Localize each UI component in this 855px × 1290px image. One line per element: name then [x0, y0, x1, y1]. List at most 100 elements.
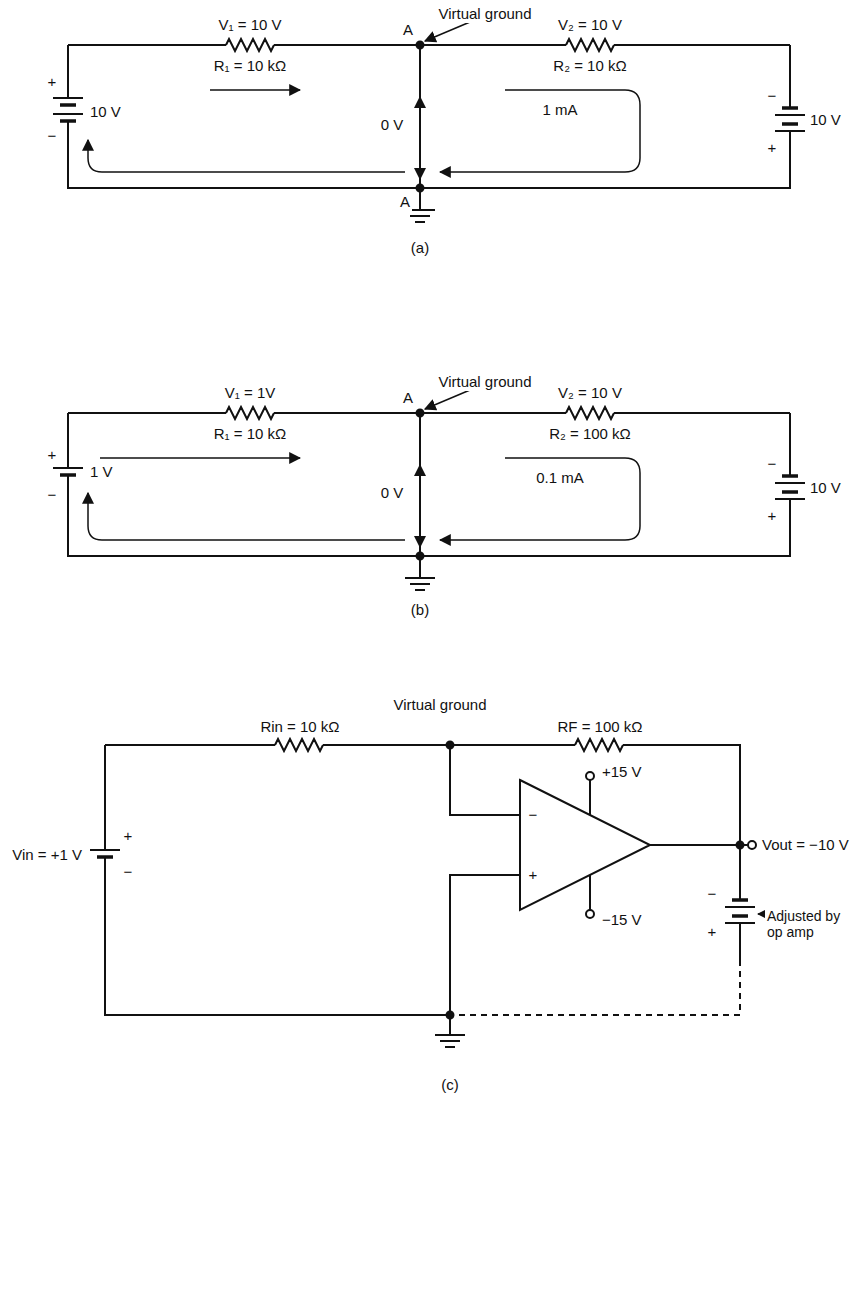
circuit-label: R₂ = 10 kΩ: [551, 57, 628, 74]
ground-symbol: [405, 578, 435, 590]
circuit-label: Virtual ground: [436, 373, 533, 390]
junction-dot: [417, 410, 424, 417]
wire: [449, 1015, 451, 1035]
circuit-label: +: [766, 507, 779, 524]
wire: [419, 556, 421, 578]
circuit-label: Vin = +1 V: [10, 846, 84, 863]
wire: [419, 188, 421, 210]
circuit-label: −: [706, 885, 719, 902]
circuit-label: 0.1 mA: [534, 469, 586, 486]
circuit-label: V₂ = 10 V: [556, 16, 624, 33]
current-arrow: [440, 90, 640, 172]
circuit-label: +: [527, 866, 540, 883]
circuit-label: −15 V: [600, 911, 644, 928]
resistor-symbol: [575, 739, 623, 751]
circuit-label: Virtual ground: [391, 696, 488, 713]
junction-dot: [737, 842, 744, 849]
circuit-label: V₂ = 10 V: [556, 384, 624, 401]
circuit-label: R₁ = 10 kΩ: [212, 57, 289, 74]
junction-dot: [417, 42, 424, 49]
wire: [739, 845, 741, 960]
circuit-label: A: [398, 193, 412, 210]
ground-symbol: [435, 1035, 465, 1047]
circuit-label: A: [401, 389, 415, 406]
battery-symbol: [725, 900, 755, 923]
arrow-head: [414, 96, 426, 108]
resistor-symbol: [226, 407, 274, 419]
circuit-label: +15 V: [600, 763, 644, 780]
terminal: [586, 910, 594, 918]
circuit-label: R₁ = 10 kΩ: [212, 425, 289, 442]
battery-symbol: [90, 850, 120, 857]
circuit-label: +: [122, 827, 135, 844]
wire: [105, 745, 450, 1015]
circuit-label: −: [527, 806, 540, 823]
resistor-symbol: [566, 39, 614, 51]
circuit-label: 1 V: [88, 463, 115, 480]
battery-symbol: [53, 98, 83, 121]
battery-symbol: [53, 468, 83, 475]
wire: [68, 413, 790, 556]
junction-dot: [447, 742, 454, 749]
current-arrow: [100, 457, 300, 459]
wire: [105, 745, 740, 845]
terminal: [748, 841, 756, 849]
circuit-label: −: [122, 863, 135, 880]
resistor-symbol: [275, 739, 323, 751]
current-arrow: [88, 140, 405, 172]
current-arrow: [440, 458, 640, 540]
leader-arrow: [425, 22, 470, 41]
leader-arrow: [425, 390, 470, 409]
circuit-label: +: [706, 923, 719, 940]
circuit-label: 10 V: [88, 103, 123, 120]
circuit-label: 0 V: [379, 116, 406, 133]
terminal: [586, 772, 594, 780]
circuit-b: [53, 390, 805, 590]
battery-symbol: [775, 476, 805, 499]
circuit-label: Virtual ground: [436, 5, 533, 22]
arrow-head: [414, 536, 426, 548]
circuit-label: 10 V: [808, 111, 843, 128]
arrow-head: [414, 464, 426, 476]
circuit-label: −: [46, 486, 59, 503]
ground-symbol: [405, 210, 435, 222]
circuit-label: (b): [409, 601, 431, 618]
circuit-label: V₁ = 10 V: [216, 16, 283, 33]
current-arrow: [210, 89, 300, 91]
circuit-label: Vout = −10 V: [760, 836, 851, 853]
circuit-label: +: [46, 446, 59, 463]
circuit-label: −: [766, 87, 779, 104]
wire: [68, 44, 790, 46]
arrow-head: [414, 168, 426, 180]
circuit-label: Adjusted by op amp: [765, 908, 852, 940]
circuit-label: 10 V: [808, 479, 843, 496]
battery-symbol: [775, 108, 805, 131]
current-arrow: [88, 493, 405, 540]
resistor-symbol: [566, 407, 614, 419]
opamp-symbol: [520, 780, 650, 910]
wire: [68, 412, 790, 414]
circuit-label: Rin = 10 kΩ: [258, 718, 341, 735]
circuit-label: V₁ = 1V: [223, 384, 278, 401]
dashed-wire: [450, 960, 740, 1015]
circuit-label: +: [766, 139, 779, 156]
wire: [68, 45, 790, 188]
circuit-label: −: [46, 127, 59, 144]
circuit-label: R₂ = 100 kΩ: [547, 425, 633, 442]
circuit-label: +: [46, 73, 59, 90]
circuit-a: [53, 22, 805, 222]
circuit-label: −: [766, 455, 779, 472]
circuit-label: (c): [439, 1076, 461, 1093]
circuit-label: (a): [409, 239, 431, 256]
supply-wire: [589, 780, 591, 910]
circuit-label: A: [401, 21, 415, 38]
resistor-symbol: [226, 39, 274, 51]
wire: [650, 844, 748, 846]
circuit-c: [90, 739, 766, 1047]
circuit-label: 0 V: [379, 484, 406, 501]
circuit-label: 1 mA: [540, 101, 579, 118]
circuit-label: RF = 100 kΩ: [556, 718, 645, 735]
wire: [450, 745, 520, 1015]
